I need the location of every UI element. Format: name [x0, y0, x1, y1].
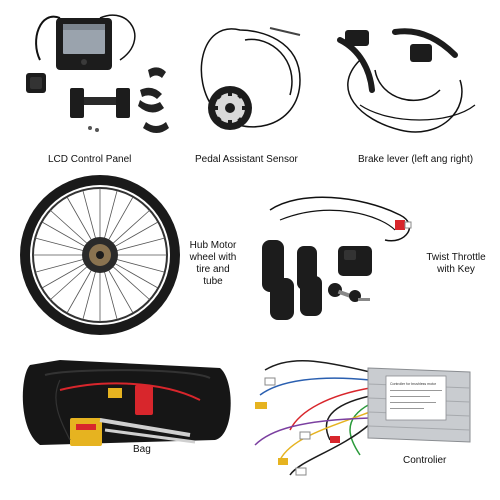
caption-pedal-assistant-sensor: Pedal Assistant Sensor	[195, 154, 298, 165]
caption-lcd-control-panel: LCD Control Panel	[48, 154, 132, 165]
lcd-mount-bracket	[26, 73, 130, 132]
caption-controller: Controlier	[403, 455, 447, 466]
brake-levers	[337, 28, 476, 133]
caption-twist-throttle: Twist Throttle with Key	[418, 252, 494, 276]
throttle-keys	[328, 283, 370, 302]
lcd-display-unit	[35, 14, 136, 70]
caption-hub-motor-line-2: wheel with	[189, 252, 237, 263]
storage-bag	[22, 360, 231, 446]
caption-hub-motor-wheel: Hub Motor wheel with tire and tube	[185, 240, 241, 288]
caption-hub-motor-line-1: Hub Motor	[189, 240, 237, 251]
rubber-shims	[138, 67, 169, 133]
caption-hub-motor-line-3: tire and	[196, 264, 230, 275]
caption-twist-throttle-line-2: with Key	[437, 264, 475, 275]
caption-twist-throttle-line-1: Twist Throttle	[426, 252, 486, 263]
controller-sticker-text: Controller for brushless motor	[390, 382, 437, 386]
caption-brake-lever: Brake lever (left ang right)	[358, 154, 474, 165]
caption-bag: Bag	[133, 444, 151, 455]
twist-throttle-kit	[262, 196, 412, 320]
caption-hub-motor-line-4: tube	[203, 276, 223, 287]
hub-motor-wheel	[20, 175, 180, 335]
motor-controller: Controller for brushless motor	[254, 359, 471, 476]
pedal-sensor	[200, 27, 301, 130]
